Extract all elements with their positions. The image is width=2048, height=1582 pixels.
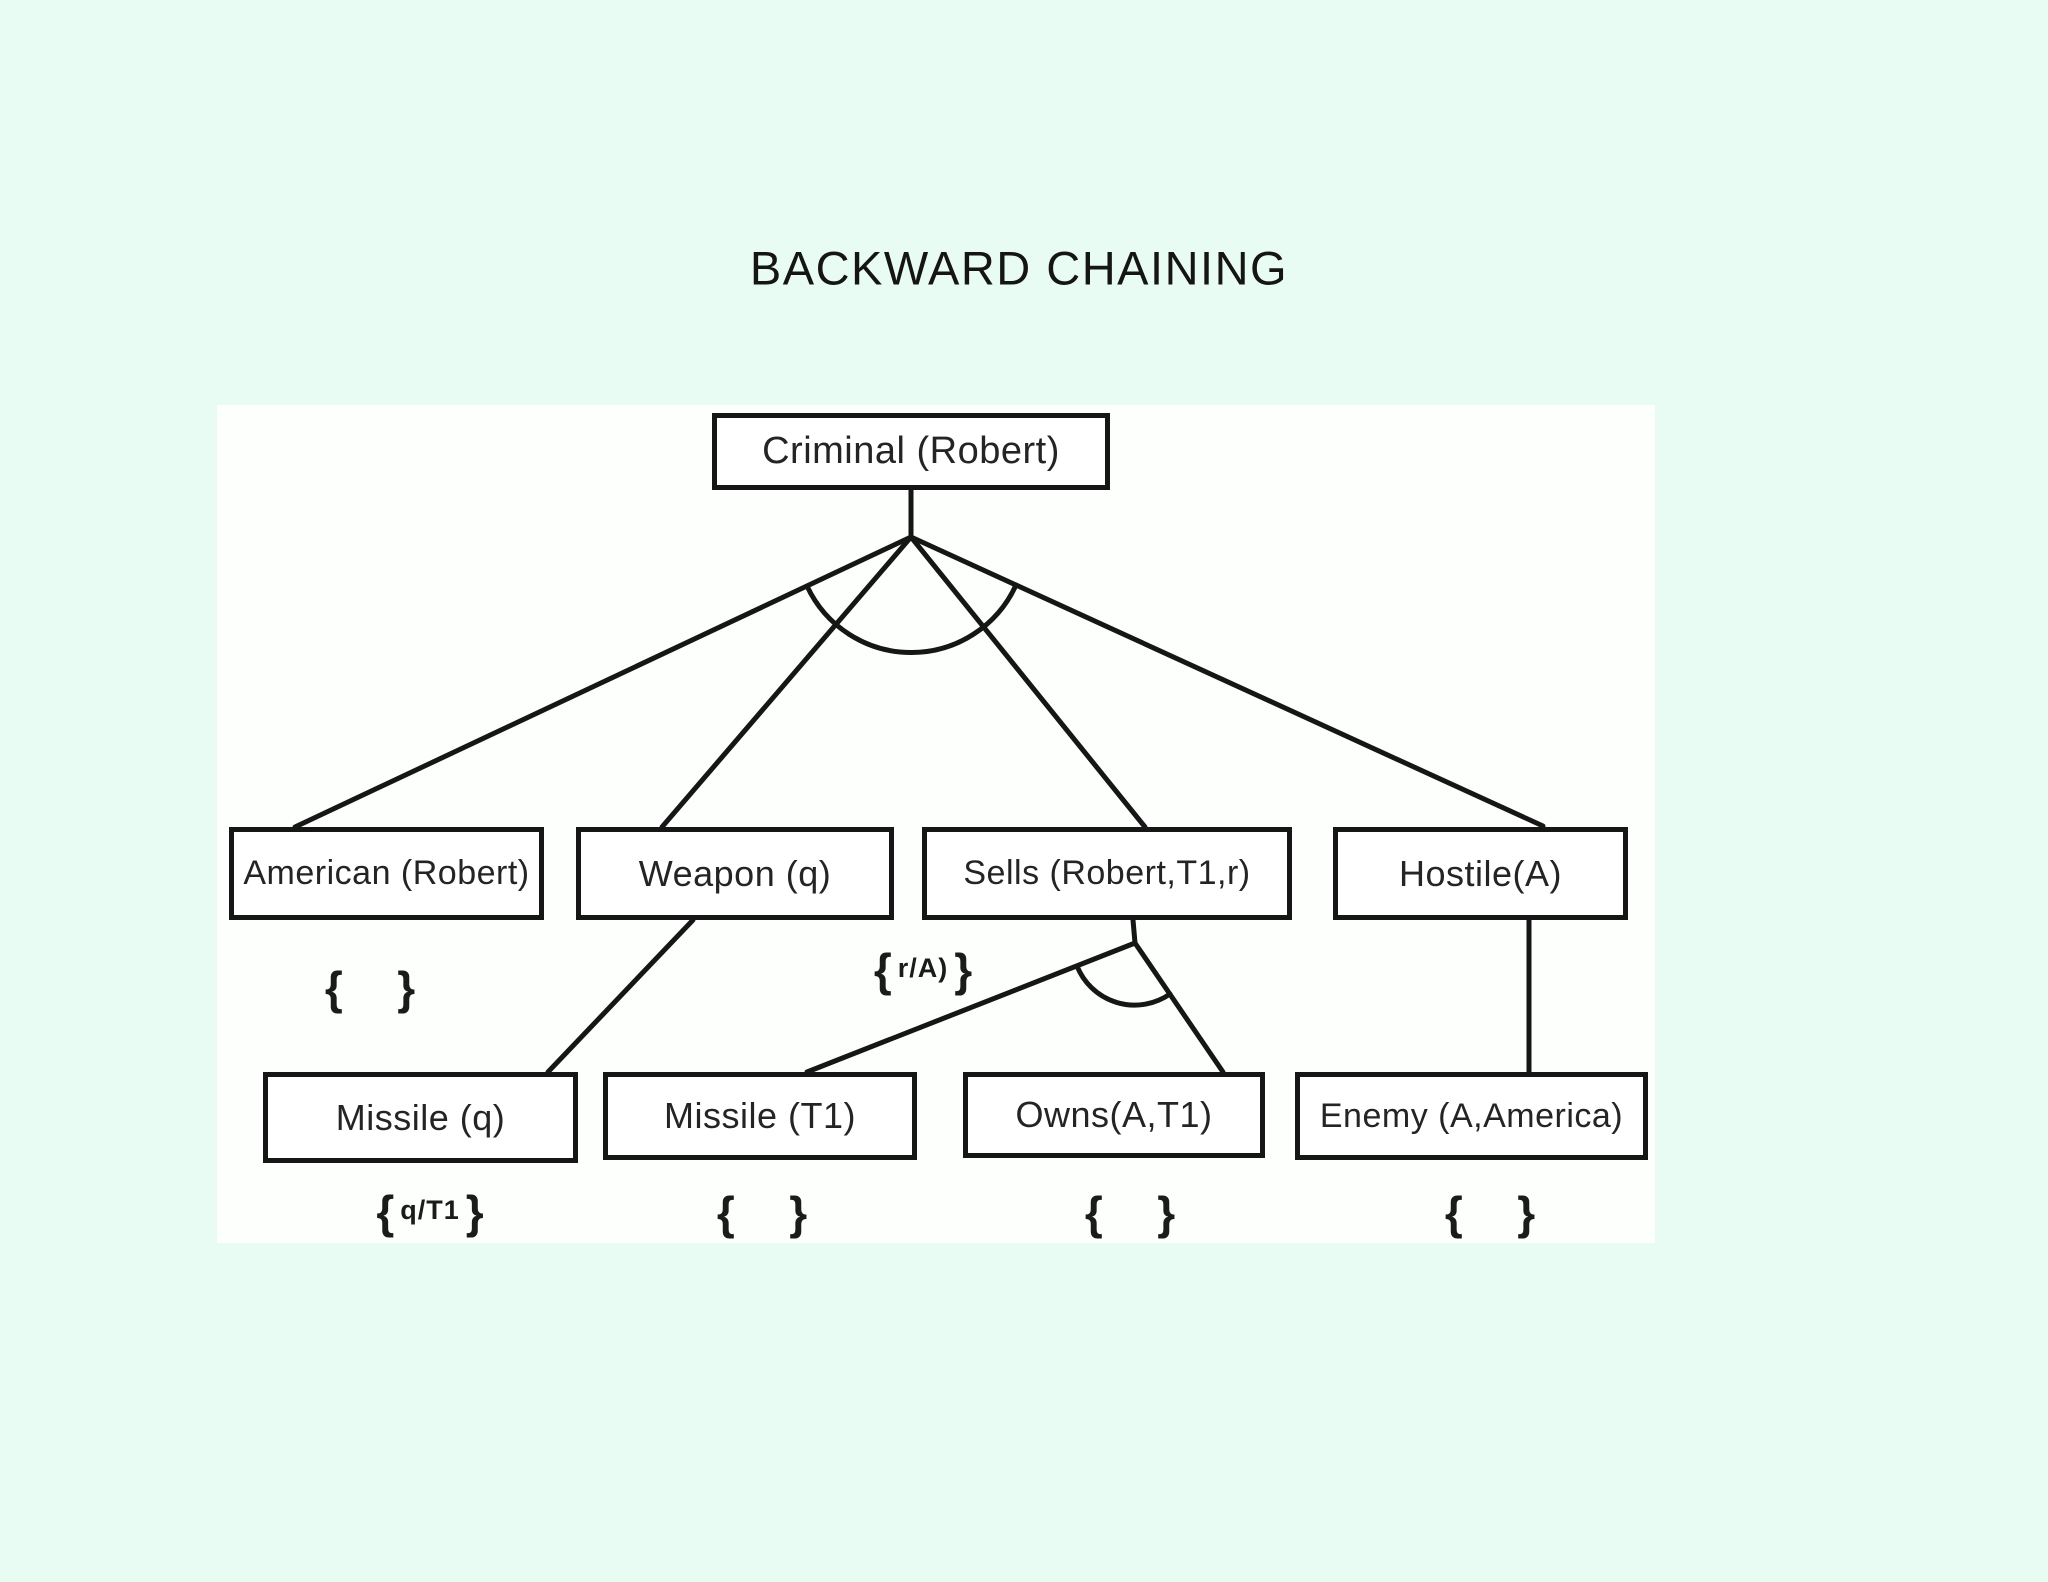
edge-sells-missile-t1 bbox=[804, 940, 1138, 1075]
and-arc-sells bbox=[1074, 963, 1173, 1008]
edge-sells-stub bbox=[1130, 917, 1138, 946]
close-brace: } bbox=[465, 1186, 484, 1238]
substitution-enemy: { } bbox=[1445, 1190, 1535, 1236]
edge-criminal-american bbox=[292, 534, 914, 830]
edge-criminal-weapon bbox=[659, 534, 914, 830]
node-weapon: Weapon (q) bbox=[576, 827, 894, 920]
substitution-sells: { r/A) } bbox=[874, 947, 972, 993]
open-brace: { bbox=[1444, 1187, 1463, 1239]
substitution-text: q/T1 bbox=[400, 1195, 460, 1225]
substitution-missile-q: { q/T1 } bbox=[376, 1189, 483, 1235]
substitution-text bbox=[1103, 1196, 1158, 1227]
open-brace: { bbox=[324, 962, 343, 1014]
substitution-text bbox=[343, 971, 398, 1002]
node-hostile: Hostile(A) bbox=[1333, 827, 1628, 920]
open-brace: { bbox=[873, 944, 892, 996]
close-brace: } bbox=[397, 962, 416, 1014]
edge-sells-owns bbox=[1132, 940, 1226, 1075]
open-brace: { bbox=[716, 1187, 735, 1239]
close-brace: } bbox=[1157, 1187, 1176, 1239]
node-american: American (Robert) bbox=[229, 827, 544, 920]
open-brace: { bbox=[1084, 1187, 1103, 1239]
close-brace: } bbox=[789, 1187, 808, 1239]
substitution-owns: { } bbox=[1085, 1190, 1175, 1236]
node-owns: Owns(A,T1) bbox=[963, 1072, 1265, 1158]
node-missile-t1: Missile (T1) bbox=[603, 1072, 917, 1160]
node-enemy: Enemy (A,America) bbox=[1295, 1072, 1648, 1160]
page-title: BACKWARD CHAINING bbox=[749, 241, 1289, 295]
node-sells: Sells (Robert,T1,r) bbox=[922, 827, 1292, 920]
open-brace: { bbox=[376, 1186, 395, 1238]
substitution-text: r/A) bbox=[897, 953, 949, 983]
node-missile-q: Missile (q) bbox=[263, 1072, 578, 1163]
node-criminal: Criminal (Robert) bbox=[712, 413, 1110, 490]
and-arc-criminal bbox=[804, 582, 1019, 655]
close-brace: } bbox=[1517, 1187, 1536, 1239]
edge-weapon-missile-q bbox=[545, 917, 696, 1075]
close-brace: } bbox=[954, 944, 973, 996]
substitution-missile-t1: { } bbox=[717, 1190, 807, 1236]
substitution-american: { } bbox=[325, 965, 415, 1011]
edge-criminal-sells bbox=[908, 534, 1148, 830]
substitution-text bbox=[735, 1196, 790, 1227]
substitution-text bbox=[1463, 1196, 1518, 1227]
edge-criminal-hostile bbox=[908, 534, 1546, 829]
